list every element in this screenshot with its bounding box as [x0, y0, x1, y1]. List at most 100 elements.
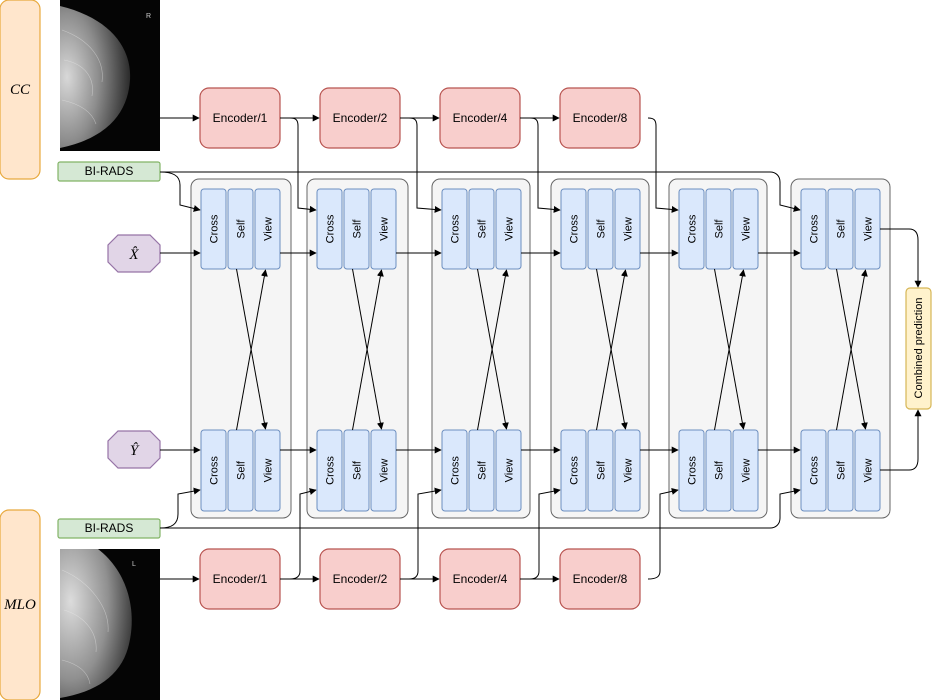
block-label: Self: [352, 460, 364, 480]
block-box: [614, 188, 641, 270]
block-label: View: [741, 459, 753, 483]
block-self-top-4: Self: [587, 188, 614, 270]
block-cross-top-6: Cross: [800, 188, 827, 270]
block-label: View: [263, 217, 275, 241]
block-box: [732, 429, 759, 512]
y-hat-label: Ŷ: [130, 442, 140, 459]
cc-encoder-to-cross-arrow: [408, 117, 442, 213]
block-label: Self: [477, 460, 489, 480]
block-label: Self: [714, 219, 726, 239]
block-box: [200, 429, 227, 512]
block-box: [495, 429, 522, 512]
block-label: Cross: [569, 456, 581, 485]
block-box: [227, 188, 254, 270]
block-view-bottom-3: View: [495, 429, 522, 512]
cross-attention-up-arrow: [714, 269, 746, 431]
birads-top-long-arrow: [160, 171, 801, 212]
block-box: [227, 429, 254, 512]
block-cross-bottom-6: Cross: [800, 429, 827, 512]
mlo-encoder-to-cross-arrow: [647, 487, 679, 580]
block-view-top-2: View: [370, 188, 397, 270]
birads-top-label: BI-RADS: [85, 164, 134, 178]
bottom-to-combined-arrow: [880, 409, 922, 471]
block-label: Cross: [325, 456, 337, 485]
block-box: [343, 188, 370, 270]
combined-prediction: Combined prediction: [905, 287, 932, 410]
view-mlo-label: MLO: [3, 597, 36, 613]
block-label: Self: [236, 460, 248, 480]
block-label: Cross: [687, 456, 699, 485]
block-cross-top-2: Cross: [316, 188, 343, 270]
block-cross-top-5: Cross: [678, 188, 705, 270]
block-box: [370, 429, 397, 512]
mlo-encoder-4: Encoder/8: [559, 548, 641, 610]
block-label: Cross: [325, 214, 337, 243]
block-self-bottom-2: Self: [343, 429, 370, 512]
block-label: Cross: [450, 214, 462, 243]
cc-mammogram-image: R: [60, 0, 160, 151]
block-cross-bottom-2: Cross: [316, 429, 343, 512]
block-label: Self: [596, 460, 608, 480]
block-self-bottom-5: Self: [705, 429, 732, 512]
cc-encoder-3: Encoder/4: [439, 87, 521, 149]
block-view-top-4: View: [614, 188, 641, 270]
block-label: View: [379, 217, 391, 241]
view-cc-label: CC: [10, 82, 31, 98]
block-box: [441, 429, 468, 512]
block-cross-bottom-5: Cross: [678, 429, 705, 512]
block-box: [732, 188, 759, 270]
view-cc: CC: [0, 0, 41, 180]
block-label: View: [863, 459, 875, 483]
view-mlo: MLO: [0, 509, 41, 700]
block-cross-top-3: Cross: [441, 188, 468, 270]
cross-attention-up-arrow: [596, 269, 628, 431]
x-hat-label: X̂: [128, 247, 139, 263]
combined-prediction-label: Combined prediction: [913, 298, 925, 399]
block-self-bottom-4: Self: [587, 429, 614, 512]
block-box: [678, 429, 705, 512]
cross-attention-up-arrow: [236, 269, 268, 431]
block-label: Cross: [450, 456, 462, 485]
block-box: [678, 188, 705, 270]
block-label: Self: [477, 219, 489, 239]
mlo-encoder-label: Encoder/2: [333, 572, 388, 586]
birads-bottom-label: BI-RADS: [85, 521, 134, 535]
block-box: [827, 429, 854, 512]
block-cross-bottom-1: Cross: [200, 429, 227, 512]
block-box: [254, 188, 281, 270]
mlo-encoder-to-cross-arrow: [408, 487, 442, 580]
block-box: [254, 429, 281, 512]
block-view-top-3: View: [495, 188, 522, 270]
block-label: View: [263, 459, 275, 483]
block-label: Self: [836, 219, 848, 239]
cross-attention-up-arrow: [836, 269, 868, 431]
block-box: [705, 429, 732, 512]
block-label: View: [863, 217, 875, 241]
block-box: [827, 188, 854, 270]
block-view-bottom-5: View: [732, 429, 759, 512]
cc-encoder-label: Encoder/4: [453, 111, 508, 125]
block-cross-bottom-4: Cross: [560, 429, 587, 512]
mlo-encoder-1: Encoder/1: [199, 548, 281, 610]
cross-attention-up-arrow: [352, 269, 384, 431]
block-label: View: [379, 459, 391, 483]
block-box: [587, 188, 614, 270]
block-box: [441, 188, 468, 270]
block-box: [468, 429, 495, 512]
svg-text:L: L: [132, 561, 136, 568]
block-box: [316, 188, 343, 270]
block-box: [495, 188, 522, 270]
block-label: Cross: [209, 456, 221, 485]
input-y-hat: Ŷ: [107, 430, 161, 469]
block-box: [800, 188, 827, 270]
block-box: [614, 429, 641, 512]
top-to-combined-arrow: [880, 228, 922, 288]
cc-encoder-2: Encoder/2: [319, 87, 401, 149]
mlo-encoder-2: Encoder/2: [319, 548, 401, 610]
block-view-top-6: View: [854, 188, 881, 270]
block-label: View: [623, 217, 635, 241]
block-view-bottom-6: View: [854, 429, 881, 512]
mlo-encoder-label: Encoder/8: [573, 572, 628, 586]
block-self-top-2: Self: [343, 188, 370, 270]
